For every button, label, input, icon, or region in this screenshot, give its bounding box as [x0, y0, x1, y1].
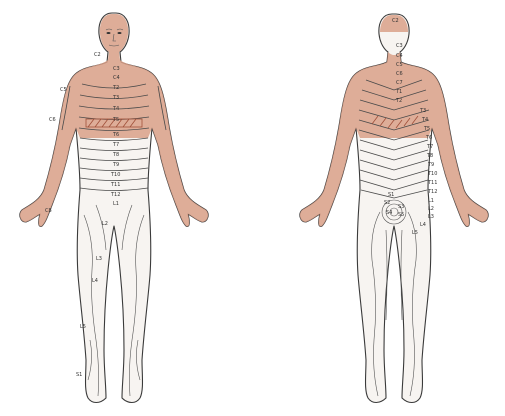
front-label-t2: T2: [112, 85, 119, 91]
back-label-t1: T1: [395, 89, 402, 95]
front-label-t9: T9: [112, 162, 119, 168]
front-label-c5: C5: [60, 87, 67, 93]
back-label-t8: T8: [426, 153, 433, 159]
front-label-t6: T6: [112, 132, 119, 138]
back-label-t5: T5: [423, 126, 430, 132]
front-label-t7: T7: [112, 142, 119, 148]
front-label-l1: L1: [113, 201, 119, 207]
front-label-t11: T11: [110, 182, 120, 188]
back-label-l2: L2: [428, 206, 434, 212]
back-body: C2 C3 C4 C5 C6 C7 T1 T2 T3 T4 T5 T6 T7 T…: [300, 14, 488, 403]
front-head-shade: [100, 14, 128, 60]
back-label-t10: T10: [427, 171, 437, 177]
back-label-c4: C4: [396, 53, 403, 59]
back-label-t7: T7: [426, 144, 433, 150]
back-label-l1: L1: [428, 198, 434, 204]
back-label-c3: C3: [396, 43, 403, 49]
back-label-l3: L3: [428, 214, 434, 220]
back-label-t2: T2: [395, 98, 402, 104]
front-label-s1: S1: [76, 372, 82, 378]
back-label-l4: L4: [420, 222, 426, 228]
back-label-c2: C2: [392, 18, 399, 24]
front-label-c2: C2: [94, 52, 101, 58]
back-label-c6: C6: [396, 71, 403, 77]
back-label-t11: T11: [427, 180, 437, 186]
back-label-t12: T12: [427, 189, 437, 195]
front-body: C2 C3 C4 C5 C6 T2 T3 T4 T5 T6 T7 T8 T9 T…: [20, 13, 208, 403]
back-label-s1: S1: [388, 192, 394, 198]
back-label-s4: S4: [386, 210, 392, 216]
back-label-l5: L5: [412, 230, 418, 236]
front-label-l5: L5: [80, 324, 86, 330]
front-label-t8: T8: [112, 152, 119, 158]
front-label-t12: T12: [110, 192, 120, 198]
front-label-t10: T10: [110, 172, 120, 178]
front-label-c4: C4: [113, 75, 120, 81]
back-label-s5: S5: [398, 212, 404, 218]
front-label-t4: T4: [112, 106, 119, 112]
back-label-c5: C5: [396, 62, 403, 68]
back-label-s3: S3: [398, 204, 404, 210]
front-label-t3: T3: [112, 95, 119, 101]
back-label-t4: T4: [421, 117, 428, 123]
front-label-c3: C3: [113, 66, 120, 72]
back-label-t9: T9: [427, 162, 434, 168]
front-label-l3: L3: [96, 256, 102, 262]
front-label-t5: T5: [112, 117, 119, 123]
back-label-t3: T3: [419, 108, 426, 114]
back-label-t6: T6: [425, 135, 432, 141]
front-label-l2: L2: [102, 221, 108, 227]
back-label-c7: C7: [396, 80, 403, 86]
front-label-l4: L4: [92, 278, 98, 284]
front-label-c6: C6: [49, 117, 56, 123]
front-label-c8: C8: [45, 208, 52, 214]
back-label-s2: S2: [384, 200, 390, 206]
